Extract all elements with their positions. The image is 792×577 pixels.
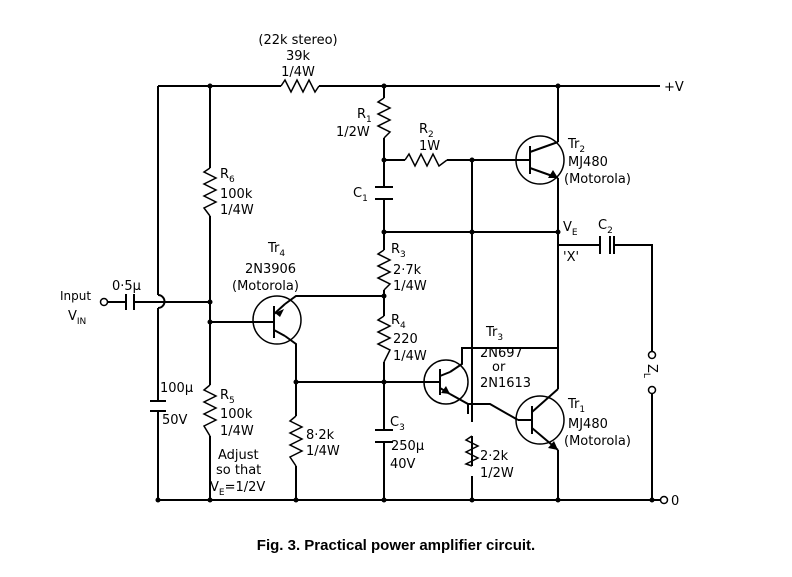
- transistor-tr4: [252, 295, 302, 345]
- ve-label: VE: [563, 220, 578, 238]
- load-terminal-top: [647, 350, 657, 360]
- c3-voltage: 40V: [390, 457, 416, 472]
- capacitors: [125, 186, 615, 443]
- tr3-or: or: [492, 360, 506, 375]
- terminals: [99, 297, 669, 505]
- node-x-label: 'X': [563, 250, 579, 265]
- capacitor-bypass-100u: [150, 400, 166, 412]
- ground-terminal: [659, 495, 669, 505]
- bypass-cap-voltage: 50V: [162, 413, 188, 428]
- tr3-alt-part: 2N1613: [480, 376, 531, 391]
- adjust-note-line1: Adjust: [218, 448, 259, 463]
- tr3-part: 2N697: [480, 346, 523, 361]
- transistor-tr1: [515, 388, 565, 451]
- r4-power: 1/4W: [393, 349, 427, 364]
- r2-value: 1W: [419, 139, 440, 154]
- tr2-maker: (Motorola): [564, 172, 631, 187]
- bias-resistor-power: 1/4W: [306, 444, 340, 459]
- figure-caption: Fig. 3. Practical power amplifier circui…: [256, 537, 536, 554]
- c3-value: 250µ: [391, 439, 424, 454]
- r1-label: R1: [357, 107, 372, 125]
- resistor-r3: [376, 249, 392, 291]
- tr1-maker: (Motorola): [564, 434, 631, 449]
- tr4-part: 2N3906: [245, 262, 296, 277]
- load-terminal-bottom: [647, 385, 657, 395]
- r6-label: R6: [220, 167, 235, 185]
- bias-resistor-value: 8·2k: [306, 428, 335, 443]
- feedback-resistor-power: 1/4W: [281, 65, 315, 80]
- bypass-cap-value: 100µ: [160, 381, 193, 396]
- ground-label: 0: [671, 494, 679, 509]
- input-cap-value: 0·5µ: [112, 279, 141, 294]
- capacitor-c2: [599, 236, 615, 254]
- feedback-resistor-value: 39k: [286, 49, 311, 64]
- transistor-tr3: [423, 359, 469, 405]
- emitter-resistor-value: 2·2k: [480, 449, 509, 464]
- r5-value: 100k: [220, 407, 253, 422]
- resistor-feedback-39k: [280, 78, 320, 94]
- r3-label: R3: [391, 242, 406, 260]
- capacitor-input: [125, 294, 135, 310]
- c2-label: C2: [598, 218, 613, 236]
- tr2-label: Tr2: [567, 137, 585, 155]
- adjust-note-equation: VE=1/2V: [210, 480, 265, 498]
- labels: (22k stereo) 39k 1/4W +V R1 1/2W R2 1W T…: [60, 33, 684, 509]
- tr4-maker: (Motorola): [232, 279, 299, 294]
- r5-power: 1/4W: [220, 424, 254, 439]
- capacitor-c1: [375, 186, 393, 200]
- emitter-resistor-power: 1/2W: [480, 466, 514, 481]
- transistor-tr2: [515, 135, 565, 185]
- c1-label: C1: [353, 186, 368, 204]
- input-terminal: [99, 297, 109, 307]
- r4-value: 220: [393, 332, 418, 347]
- zl-label: ZL: [641, 364, 659, 378]
- tr1-part: MJ480: [568, 417, 608, 432]
- resistor-r4: [376, 315, 392, 363]
- resistor-r5: [202, 384, 218, 437]
- resistor-r2: [404, 152, 448, 168]
- supply-label: +V: [664, 80, 684, 95]
- r3-value: 2·7k: [393, 263, 422, 278]
- feedback-resistor-note: (22k stereo): [258, 33, 337, 48]
- resistor-r6: [202, 167, 218, 217]
- r5-label: R5: [220, 388, 235, 406]
- circuit-wires: [108, 85, 660, 501]
- resistors: [202, 78, 480, 467]
- r6-value: 100k: [220, 187, 253, 202]
- adjust-note-line2: so that: [216, 463, 261, 478]
- r2-label: R2: [419, 122, 434, 140]
- tr1-label: Tr1: [567, 397, 585, 415]
- input-label: Input: [60, 289, 91, 303]
- resistor-bias-8k2: [288, 415, 304, 467]
- tr2-part: MJ480: [568, 155, 608, 170]
- r3-power: 1/4W: [393, 279, 427, 294]
- capacitor-c3: [375, 429, 393, 443]
- r6-power: 1/4W: [220, 203, 254, 218]
- resistor-r1: [376, 97, 392, 139]
- resistor-emitter-2k2: [464, 435, 480, 467]
- c3-label: C3: [390, 415, 405, 433]
- tr3-label: Tr3: [485, 325, 503, 343]
- junctions: [155, 83, 655, 503]
- tr4-label: Tr4: [267, 241, 285, 259]
- r1-value: 1/2W: [336, 125, 370, 140]
- vin-label: VIN: [68, 309, 86, 327]
- r4-label: R4: [391, 313, 406, 331]
